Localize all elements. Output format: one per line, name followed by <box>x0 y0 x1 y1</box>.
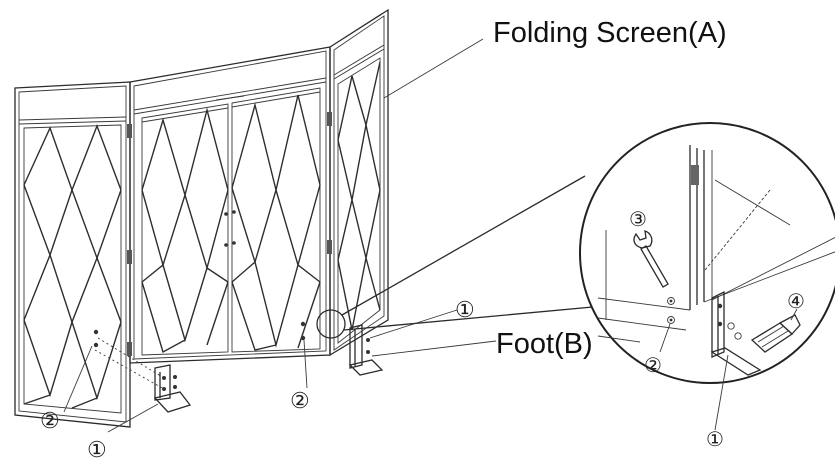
hinges <box>127 112 332 356</box>
door-handles <box>224 210 236 247</box>
detail-screw <box>750 314 801 353</box>
detail-bolts <box>667 297 675 324</box>
part-number-bolt-center: ② <box>290 389 310 414</box>
detail-circle <box>579 122 835 431</box>
center-right-lattice <box>231 94 321 351</box>
part-number-wrench: ③ <box>629 207 647 231</box>
part-number-bolt-left: ② <box>40 409 60 434</box>
foot-label: Foot(B) <box>496 328 593 360</box>
leader-lines <box>63 38 497 433</box>
detail-frame <box>597 145 835 343</box>
right-foot <box>300 321 384 376</box>
detail-bracket <box>710 290 762 376</box>
center-panel <box>129 46 331 364</box>
left-panel-lattice <box>23 124 122 409</box>
center-left-lattice <box>141 107 229 354</box>
left-foot <box>93 329 192 413</box>
part-number-screw: ④ <box>787 289 805 313</box>
right-panel <box>329 8 389 357</box>
part-number-bolt-detail: ② <box>644 353 662 377</box>
folding-screen-label: Folding Screen(A) <box>493 17 727 49</box>
right-panel-lattice <box>337 61 381 331</box>
part-number-bracket-left: ① <box>87 438 107 463</box>
left-panel <box>14 81 131 428</box>
part-number-bracket-detail: ① <box>706 427 724 451</box>
wrench-icon <box>633 230 669 288</box>
zoom-callout <box>316 175 626 339</box>
part-number-bracket-right: ① <box>455 298 475 323</box>
